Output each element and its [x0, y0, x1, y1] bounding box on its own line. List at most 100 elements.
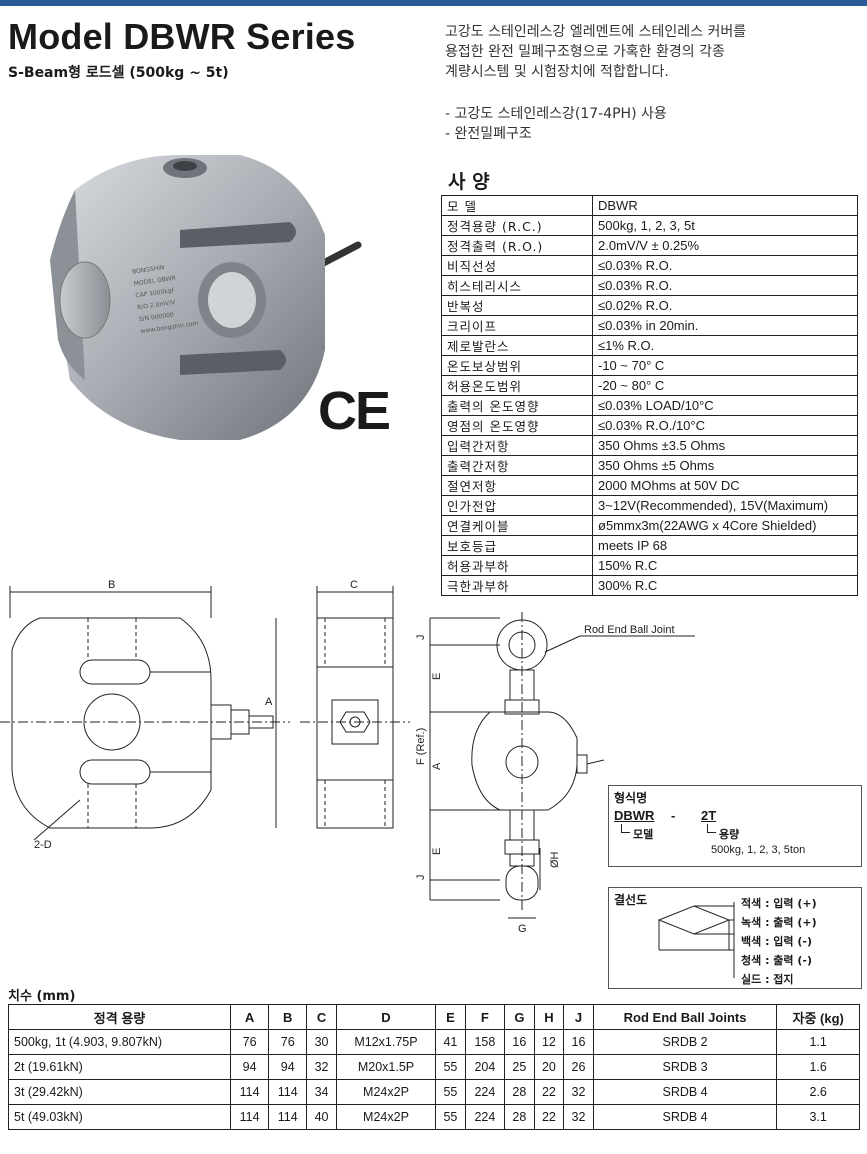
model-code-cap-values: 500kg, 1, 2, 3, 5ton — [711, 844, 806, 856]
dim-header: Rod End Ball Joints — [592, 1004, 778, 1030]
model-code-cap: 2T — [701, 808, 717, 823]
dim-header: 자중 (kg) — [776, 1004, 860, 1030]
wiring-item: 녹색 : 출력 (+) — [741, 916, 817, 929]
spec-key: 출력의 온도영향 — [441, 395, 593, 416]
dim-cell: SRDB 4 — [592, 1104, 778, 1130]
spec-key: 연결케이블 — [441, 515, 593, 536]
dim-cell: M24x2P — [335, 1079, 437, 1105]
dim-cell: 94 — [230, 1054, 270, 1080]
spec-key: 크리이프 — [441, 315, 593, 336]
spec-key: 출력간저항 — [441, 455, 593, 476]
spec-key: 히스테리시스 — [441, 275, 593, 296]
wiring-box: 결선도 적색 : 입력 (+) 녹색 : 출력 (+) 백색 : 입력 (-) … — [608, 887, 862, 989]
bracket-line — [707, 824, 716, 833]
dim-cell: 28 — [504, 1079, 535, 1105]
wiring-item: 청색 : 출력 (-) — [741, 954, 812, 967]
dim-cell: 20 — [533, 1054, 565, 1080]
dim-cell: M24x2P — [335, 1104, 437, 1130]
spec-row: 정격용량 (R.C.)500kg, 1, 2, 3, 5t — [441, 215, 858, 236]
dim-cell: 28 — [504, 1104, 535, 1130]
dim-cell: SRDB 3 — [592, 1054, 778, 1080]
intro-text: 고강도 스테인레스강 엘레멘트에 스테인레스 커버를 용접한 완전 밀폐구조형으… — [445, 22, 855, 82]
intro-line: 계량시스템 및 시험장치에 적합합니다. — [445, 64, 669, 80]
rod-end-label: Rod End Ball Joint — [584, 624, 675, 636]
spec-value: 150% R.C — [592, 555, 858, 576]
dim-cell: 204 — [464, 1054, 506, 1080]
spec-row: 출력의 온도영향≤0.03% LOAD/10°C — [441, 395, 858, 416]
dim-header: A — [230, 1004, 270, 1030]
dim-cell: 55 — [435, 1079, 466, 1105]
dim-cell: 22 — [533, 1104, 565, 1130]
dim-cell: 158 — [464, 1029, 506, 1055]
spec-title: 사 양 — [448, 171, 490, 193]
dim-cell: 55 — [435, 1104, 466, 1130]
dim-cell: SRDB 2 — [592, 1029, 778, 1055]
dim-label-e2: E — [431, 848, 443, 855]
product-photo: BONGSHIN MODEL DBWR CAP 1000kgf R/O 2.0m… — [50, 155, 362, 440]
dim-cell: 1.1 — [776, 1029, 860, 1055]
spec-key: 비직선성 — [441, 255, 593, 276]
dim-cell: 40 — [306, 1104, 337, 1130]
spec-row: 비직선성≤0.03% R.O. — [441, 255, 858, 276]
dim-cell: 26 — [563, 1054, 594, 1080]
spec-key: 보호등급 — [441, 535, 593, 556]
spec-key: 영점의 온도영향 — [441, 415, 593, 436]
dim-label-g: G — [518, 923, 527, 935]
spec-row: 허용온도범위-20 ~ 80° C — [441, 375, 858, 396]
dim-cell: SRDB 4 — [592, 1079, 778, 1105]
dim-cell: 114 — [268, 1079, 308, 1105]
dim-label-b: B — [108, 579, 115, 591]
dim-header: G — [504, 1004, 535, 1030]
dim-cell: 5t (49.03kN) — [7, 1104, 232, 1130]
spec-row: 제로발란스≤1% R.O. — [441, 335, 858, 356]
dim-cell: 32 — [563, 1079, 594, 1105]
spec-value: 3~12V(Recommended), 15V(Maximum) — [592, 495, 858, 516]
dim-cell: 114 — [230, 1079, 270, 1105]
intro-line: 고강도 스테인레스강 엘레멘트에 스테인레스 커버를 — [445, 24, 747, 40]
dim-label-e: E — [431, 673, 443, 680]
dim-label-j2: J — [415, 875, 427, 881]
dim-header: E — [435, 1004, 466, 1030]
spec-value: ø5mmx3m(22AWG x 4Core Shielded) — [592, 515, 858, 536]
spec-row: 정격출력 (R.O.)2.0mV/V ± 0.25% — [441, 235, 858, 256]
spec-key: 정격출력 (R.O.) — [441, 235, 593, 256]
spec-value: 350 Ohms ±5 Ohms — [592, 455, 858, 476]
dim-cell: 1.6 — [776, 1054, 860, 1080]
spec-row: 영점의 온도영향≤0.03% R.O./10°C — [441, 415, 858, 436]
wiring-title: 결선도 — [614, 893, 648, 907]
bracket-line — [621, 824, 630, 833]
spec-row: 온도보상범위-10 ~ 70° C — [441, 355, 858, 376]
dim-header: H — [533, 1004, 565, 1030]
page-subtitle: S-Beam형 로드셀 (500kg ~ 5t) — [8, 65, 229, 81]
dim-cell: 94 — [268, 1054, 308, 1080]
spec-key: 절연저항 — [441, 475, 593, 496]
dim-header: F — [464, 1004, 506, 1030]
dim-header: J — [563, 1004, 594, 1030]
page-title: Model DBWR Series — [8, 16, 356, 57]
ce-mark: CE — [318, 381, 391, 441]
dim-label-f: F (Ref.) — [415, 728, 427, 765]
spec-key: 입력간저항 — [441, 435, 593, 456]
spec-value: 500kg, 1, 2, 3, 5t — [592, 215, 858, 236]
spec-value: ≤0.03% LOAD/10°C — [592, 395, 858, 416]
dim-header: C — [306, 1004, 337, 1030]
dim-cell: 114 — [268, 1104, 308, 1130]
spec-row: 반복성≤0.02% R.O. — [441, 295, 858, 316]
feature-item: - 완전밀폐구조 — [445, 126, 532, 142]
engraving-text: S/N 000000 — [138, 311, 174, 323]
spec-value: -10 ~ 70° C — [592, 355, 858, 376]
dim-cell: 55 — [435, 1054, 466, 1080]
dim-cell: 224 — [464, 1104, 506, 1130]
top-accent-bar — [0, 0, 867, 6]
spec-row: 히스테리시스≤0.03% R.O. — [441, 275, 858, 296]
model-code-model-label: 모델 — [633, 828, 654, 841]
spec-value: -20 ~ 80° C — [592, 375, 858, 396]
